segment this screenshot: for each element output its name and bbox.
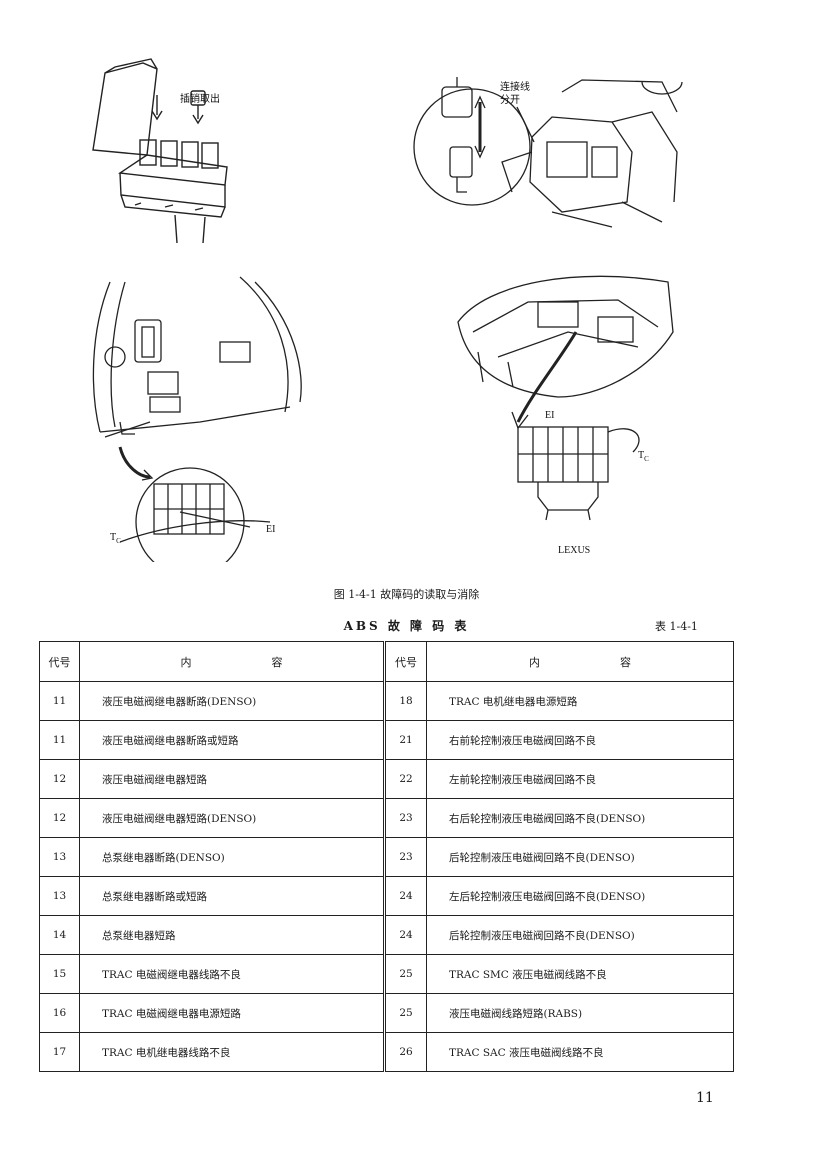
row-desc-right: TRAC SMC 液压电磁阀线路不良 — [426, 954, 734, 994]
row-code-right: 25 — [383, 954, 427, 994]
row-code-left: 15 — [39, 954, 80, 994]
row-code-left: 16 — [39, 993, 80, 1033]
figure-connector-pin-removal: 插销取出 — [85, 55, 245, 245]
figure-dashboard-connector: TC EI — [80, 272, 320, 562]
row-code-right: 25 — [383, 993, 427, 1033]
dashboard-illustration — [92, 276, 302, 562]
row-desc-left: 总泵继电器断路或短路 — [79, 876, 385, 916]
row-code-left: 11 — [39, 681, 80, 721]
e1-terminal-label-left: EI — [266, 524, 276, 535]
row-desc-left: TRAC 电磁阀继电器线路不良 — [79, 954, 385, 994]
row-code-right: 18 — [383, 681, 427, 721]
row-code-right: 23 — [383, 837, 427, 877]
row-desc-left: 液压电磁阀继电器断路(DENSO) — [79, 681, 385, 721]
row-desc-left: TRAC 电磁阀继电器电源短路 — [79, 993, 385, 1033]
engine-bay-connector-illustration — [413, 77, 683, 228]
header-code-right: 代号 — [383, 641, 427, 682]
table-header-row: 代号 内容 代号 内容 — [39, 641, 734, 682]
row-desc-right: 右后轮控制液压电磁阀回路不良(DENSO) — [426, 798, 734, 838]
row-code-left: 12 — [39, 759, 80, 799]
page-number: 11 — [696, 1090, 714, 1106]
row-code-right: 24 — [383, 876, 427, 916]
row-code-left: 13 — [39, 876, 80, 916]
figure-lexus-connector: EI TC LEXUS — [448, 262, 680, 562]
row-code-right: 22 — [383, 759, 427, 799]
row-desc-left: TRAC 电机继电器线路不良 — [79, 1032, 385, 1072]
row-desc-right: 左后轮控制液压电磁阀回路不良(DENSO) — [426, 876, 734, 916]
figure-caption: 图 1-4-1 故障码的读取与消除 — [333, 588, 480, 601]
row-desc-left: 总泵继电器短路 — [79, 915, 385, 955]
lexus-label: LEXUS — [558, 545, 591, 556]
row-desc-left: 液压电磁阀继电器断路或短路 — [79, 720, 385, 760]
row-code-left: 14 — [39, 915, 80, 955]
header-desc-left: 内容 — [79, 641, 385, 682]
row-desc-left: 总泵继电器断路(DENSO) — [79, 837, 385, 877]
tc-terminal-label-right: TC — [638, 450, 649, 463]
row-desc-right: TRAC SAC 液压电磁阀线路不良 — [426, 1032, 734, 1072]
disconnect-label-line2: 分开 — [500, 95, 520, 106]
row-code-left: 17 — [39, 1032, 80, 1072]
tc-terminal-label-left: TC — [110, 532, 121, 545]
connector-illustration — [92, 58, 228, 244]
row-desc-right: 右前轮控制液压电磁阀回路不良 — [426, 720, 734, 760]
row-code-left: 11 — [39, 720, 80, 760]
row-code-right: 23 — [383, 798, 427, 838]
row-desc-left: 液压电磁阀继电器短路 — [79, 759, 385, 799]
row-desc-right: 后轮控制液压电磁阀回路不良(DENSO) — [426, 915, 734, 955]
row-code-right: 26 — [383, 1032, 427, 1072]
row-code-right: 21 — [383, 720, 427, 760]
row-desc-right: TRAC 电机继电器电源短路 — [426, 681, 734, 721]
row-code-right: 24 — [383, 915, 427, 955]
figure-connector-disconnect: 连接线 分开 — [412, 52, 692, 232]
header-desc-right: 内容 — [426, 641, 734, 682]
e1-terminal-label-right: EI — [545, 410, 555, 421]
row-code-left: 13 — [39, 837, 80, 877]
lexus-engine-bay-illustration — [457, 275, 674, 521]
disconnect-label-line1: 连接线 — [500, 82, 530, 93]
header-code-left: 代号 — [39, 641, 80, 682]
row-desc-right: 后轮控制液压电磁阀回路不良(DENSO) — [426, 837, 734, 877]
pin-removal-label: 插销取出 — [180, 94, 220, 105]
row-desc-right: 液压电磁阀线路短路(RABS) — [426, 993, 734, 1033]
row-desc-right: 左前轮控制液压电磁阀回路不良 — [426, 759, 734, 799]
table-number: 表 1-4-1 — [655, 620, 698, 633]
table-title: ABS 故 障 码 表 — [343, 619, 470, 633]
row-code-left: 12 — [39, 798, 80, 838]
row-desc-left: 液压电磁阀继电器短路(DENSO) — [79, 798, 385, 838]
